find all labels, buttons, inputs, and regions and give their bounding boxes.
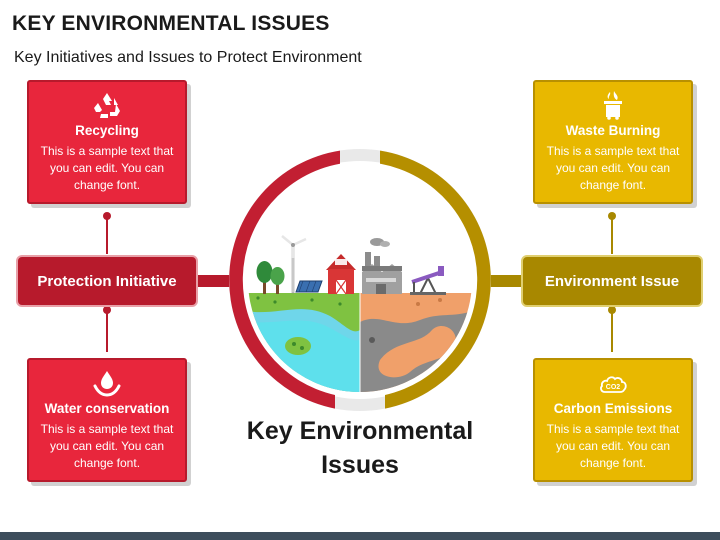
recycle-icon xyxy=(94,93,120,118)
solar-panel-icon xyxy=(295,280,323,293)
water-conservation-card: Water conservation This is a sample text… xyxy=(27,358,187,482)
co2-text: CO2 xyxy=(606,384,621,391)
barn-icon xyxy=(326,254,356,295)
center-title: Key Environmental Issues xyxy=(210,414,510,482)
clean-land xyxy=(248,293,360,392)
co2-cloud-icon: CO2 xyxy=(600,376,627,393)
oil-pump-icon xyxy=(410,266,446,295)
bottom-bar xyxy=(0,532,720,540)
tree-icon xyxy=(256,261,285,294)
wind-turbine-icon xyxy=(281,235,307,294)
recycling-card: Recycling This is a sample text that you… xyxy=(27,80,187,204)
card-title: Carbon Emissions xyxy=(553,401,673,416)
factory-icon xyxy=(362,238,402,294)
card-body: This is a sample text that you can edit.… xyxy=(546,144,680,192)
card-body: This is a sample text that you can edit.… xyxy=(546,422,680,470)
card-title: Water conservation xyxy=(44,401,170,416)
center-title-line1: Key Environmental xyxy=(246,417,474,445)
card-title: Waste Burning xyxy=(565,123,661,138)
center-title-line2: Issues xyxy=(321,451,399,479)
card-body: This is a sample text that you can edit.… xyxy=(40,422,174,470)
waste-bin-fire-icon xyxy=(604,91,622,120)
card-body: This is a sample text that you can edit.… xyxy=(40,144,174,192)
environment-issue-label: Environment Issue xyxy=(521,255,703,307)
page-title: KEY ENVIRONMENTAL ISSUES xyxy=(12,12,330,35)
carbon-emissions-card: CO2 Carbon Emissions This is a sample te… xyxy=(533,358,693,482)
landscape-scene xyxy=(248,168,472,392)
protection-initiative-label: Protection Initiative xyxy=(16,255,198,307)
card-title: Recycling xyxy=(75,123,139,138)
water-hand-icon xyxy=(93,371,121,397)
page-subtitle: Key Initiatives and Issues to Protect En… xyxy=(14,49,362,66)
waste-burning-card: Waste Burning This is a sample text that… xyxy=(533,80,693,204)
connector-lines xyxy=(103,212,616,352)
island xyxy=(285,337,311,355)
